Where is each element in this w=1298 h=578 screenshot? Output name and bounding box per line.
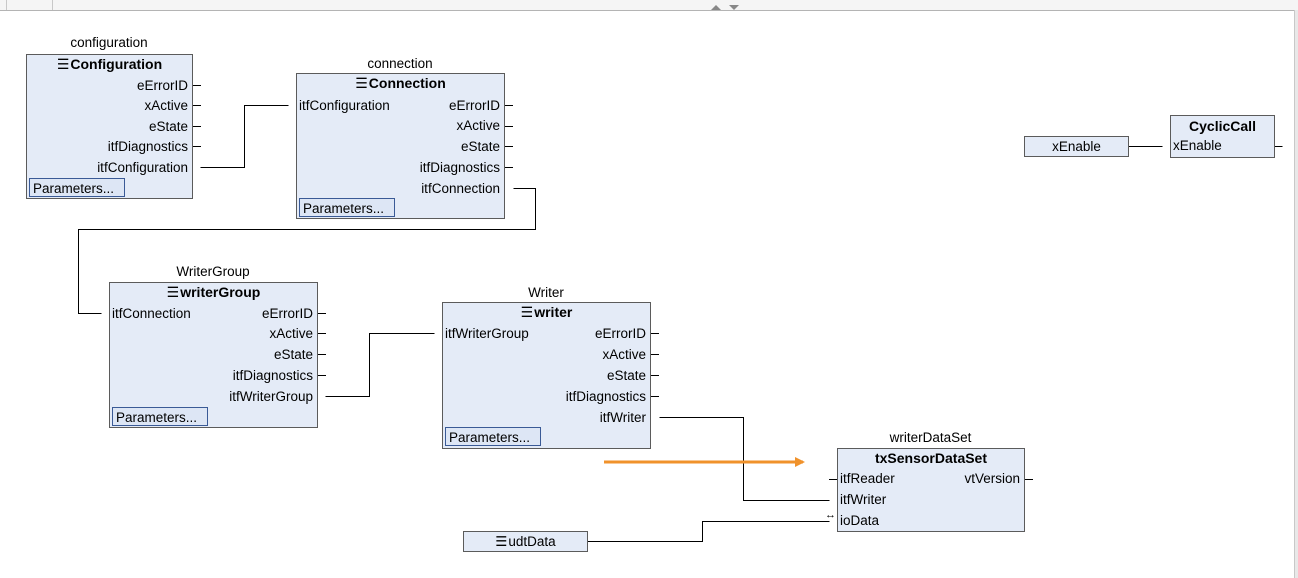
collapse-up-icon[interactable] bbox=[711, 5, 721, 10]
pin-stub bbox=[318, 313, 326, 314]
pin-out-itfdiagnostics[interactable]: itfDiagnostics bbox=[107, 139, 188, 154]
parameters-button[interactable]: Parameters... bbox=[445, 427, 541, 446]
pin-out-estate[interactable]: eState bbox=[148, 119, 188, 134]
pin-in-itfreader[interactable]: itfReader bbox=[840, 471, 895, 486]
pin-out-eerrorid[interactable]: eErrorID bbox=[261, 306, 313, 321]
writergroup-type-name: writerGroup bbox=[180, 284, 261, 300]
pin-stub bbox=[193, 146, 201, 147]
pin-stub bbox=[651, 333, 659, 334]
writer-block[interactable]: ☰writer itfWriterGroup eErrorID xActive … bbox=[442, 302, 651, 449]
pin-in-iodata[interactable]: ioData bbox=[840, 513, 880, 528]
parameters-button[interactable]: Parameters... bbox=[299, 198, 395, 217]
pin-out-vtversion[interactable]: vtVersion bbox=[964, 471, 1020, 486]
wire-udtdata bbox=[587, 521, 830, 542]
inout-arrow-icon: ↔ bbox=[825, 509, 836, 521]
pin-out-itfconfiguration[interactable]: itfConfiguration bbox=[97, 160, 188, 175]
toolbar-separator bbox=[52, 0, 53, 10]
writergroup-block[interactable]: ☰writerGroup itfConnection eErrorID xAct… bbox=[109, 282, 318, 428]
udtdata-label: udtData bbox=[508, 534, 556, 549]
expand-down-icon[interactable] bbox=[729, 5, 739, 10]
writer-type-name: writer bbox=[534, 304, 573, 320]
hamburger-icon: ☰ bbox=[166, 284, 180, 300]
pin-out-itfconnection[interactable]: itfConnection bbox=[421, 181, 500, 196]
parameters-button[interactable]: Parameters... bbox=[112, 407, 208, 426]
pin-out-xactive[interactable]: xActive bbox=[456, 118, 500, 133]
wire-itfconfiguration bbox=[200, 105, 289, 168]
configuration-type-name: Configuration bbox=[70, 56, 163, 72]
pin-out-xactive[interactable]: xActive bbox=[144, 98, 188, 113]
writergroup-instance-name: WriterGroup bbox=[176, 264, 250, 279]
pin-stub bbox=[318, 354, 326, 355]
pin-in-itfconnection[interactable]: itfConnection bbox=[112, 306, 191, 321]
pin-stub bbox=[651, 375, 659, 376]
pin-out-estate[interactable]: eState bbox=[273, 347, 313, 362]
pin-stub bbox=[651, 396, 659, 397]
pin-out-xactive[interactable]: xActive bbox=[269, 326, 313, 341]
hamburger-icon: ☰ bbox=[56, 56, 70, 72]
writerdataset-block[interactable]: txSensorDataSet itfReader vtVersion itfW… bbox=[837, 448, 1025, 532]
pin-in-xenable[interactable]: xEnable bbox=[1173, 138, 1222, 153]
connection-type-name: Connection bbox=[368, 75, 446, 91]
pin-out-itfdiagnostics[interactable]: itfDiagnostics bbox=[232, 368, 313, 383]
wire-itfconnection bbox=[78, 188, 536, 314]
pin-in-itfwritergroup[interactable]: itfWriterGroup bbox=[445, 326, 529, 341]
pin-out-itfdiagnostics[interactable]: itfDiagnostics bbox=[419, 160, 500, 175]
top-toolbar-strip bbox=[0, 0, 1298, 11]
parameters-button[interactable]: Parameters... bbox=[29, 178, 125, 197]
configuration-block[interactable]: ☰Configuration eErrorID xActive eState i… bbox=[26, 54, 193, 199]
hamburger-icon: ☰ bbox=[520, 304, 534, 320]
hamburger-icon: ☰ bbox=[355, 75, 368, 91]
pin-in-itfwriter[interactable]: itfWriter bbox=[840, 492, 887, 507]
pin-stub bbox=[651, 354, 659, 355]
pin-stub bbox=[1025, 479, 1033, 480]
toolbar-separator bbox=[6, 0, 7, 10]
xenable-variable[interactable]: xEnable bbox=[1024, 136, 1129, 157]
connection-block-title: ☰Connection bbox=[297, 75, 504, 92]
configuration-block-title: ☰Configuration bbox=[27, 56, 192, 73]
hamburger-icon: ☰ bbox=[495, 534, 508, 549]
pin-stub bbox=[829, 479, 837, 480]
pin-stub bbox=[318, 375, 326, 376]
pin-stub bbox=[505, 126, 513, 127]
pin-out-itfdiagnostics[interactable]: itfDiagnostics bbox=[565, 389, 646, 404]
connection-instance-name: connection bbox=[367, 56, 433, 71]
wire-itfwritergroup bbox=[325, 333, 435, 397]
pin-out-itfwriter[interactable]: itfWriter bbox=[599, 410, 646, 425]
pin-out-estate[interactable]: eState bbox=[606, 368, 646, 383]
pin-stub bbox=[318, 333, 326, 334]
pin-stub bbox=[505, 105, 513, 106]
pin-stub bbox=[193, 85, 201, 86]
wire-itfwriter bbox=[659, 417, 830, 501]
vertical-scrollbar[interactable] bbox=[1294, 10, 1298, 578]
connection-block[interactable]: ☰Connection itfConfiguration eErrorID xA… bbox=[296, 73, 505, 219]
writer-block-title: ☰writer bbox=[443, 304, 650, 321]
pin-out-eerrorid[interactable]: eErrorID bbox=[136, 78, 188, 93]
writerdataset-type-name: txSensorDataSet bbox=[874, 450, 988, 466]
writergroup-block-title: ☰writerGroup bbox=[110, 284, 317, 301]
pin-out-eerrorid[interactable]: eErrorID bbox=[448, 98, 500, 113]
pin-stub bbox=[193, 126, 201, 127]
pin-out-eerrorid[interactable]: eErrorID bbox=[594, 326, 646, 341]
writerdataset-instance-name: writerDataSet bbox=[889, 430, 972, 445]
cycliccall-block[interactable]: CyclicCall xEnable bbox=[1170, 115, 1275, 158]
pin-stub bbox=[193, 105, 201, 106]
pin-out-itfwritergroup[interactable]: itfWriterGroup bbox=[229, 389, 313, 404]
pin-out-estate[interactable]: eState bbox=[460, 139, 500, 154]
configuration-instance-name: configuration bbox=[70, 35, 148, 50]
pin-out-xactive[interactable]: xActive bbox=[602, 347, 646, 362]
udtdata-variable[interactable]: ☰udtData bbox=[463, 531, 588, 552]
writer-instance-name: Writer bbox=[528, 285, 564, 300]
pin-stub bbox=[505, 146, 513, 147]
pin-in-itfconfiguration[interactable]: itfConfiguration bbox=[299, 98, 390, 113]
cycliccall-type-name: CyclicCall bbox=[1189, 118, 1256, 134]
pin-stub bbox=[505, 167, 513, 168]
